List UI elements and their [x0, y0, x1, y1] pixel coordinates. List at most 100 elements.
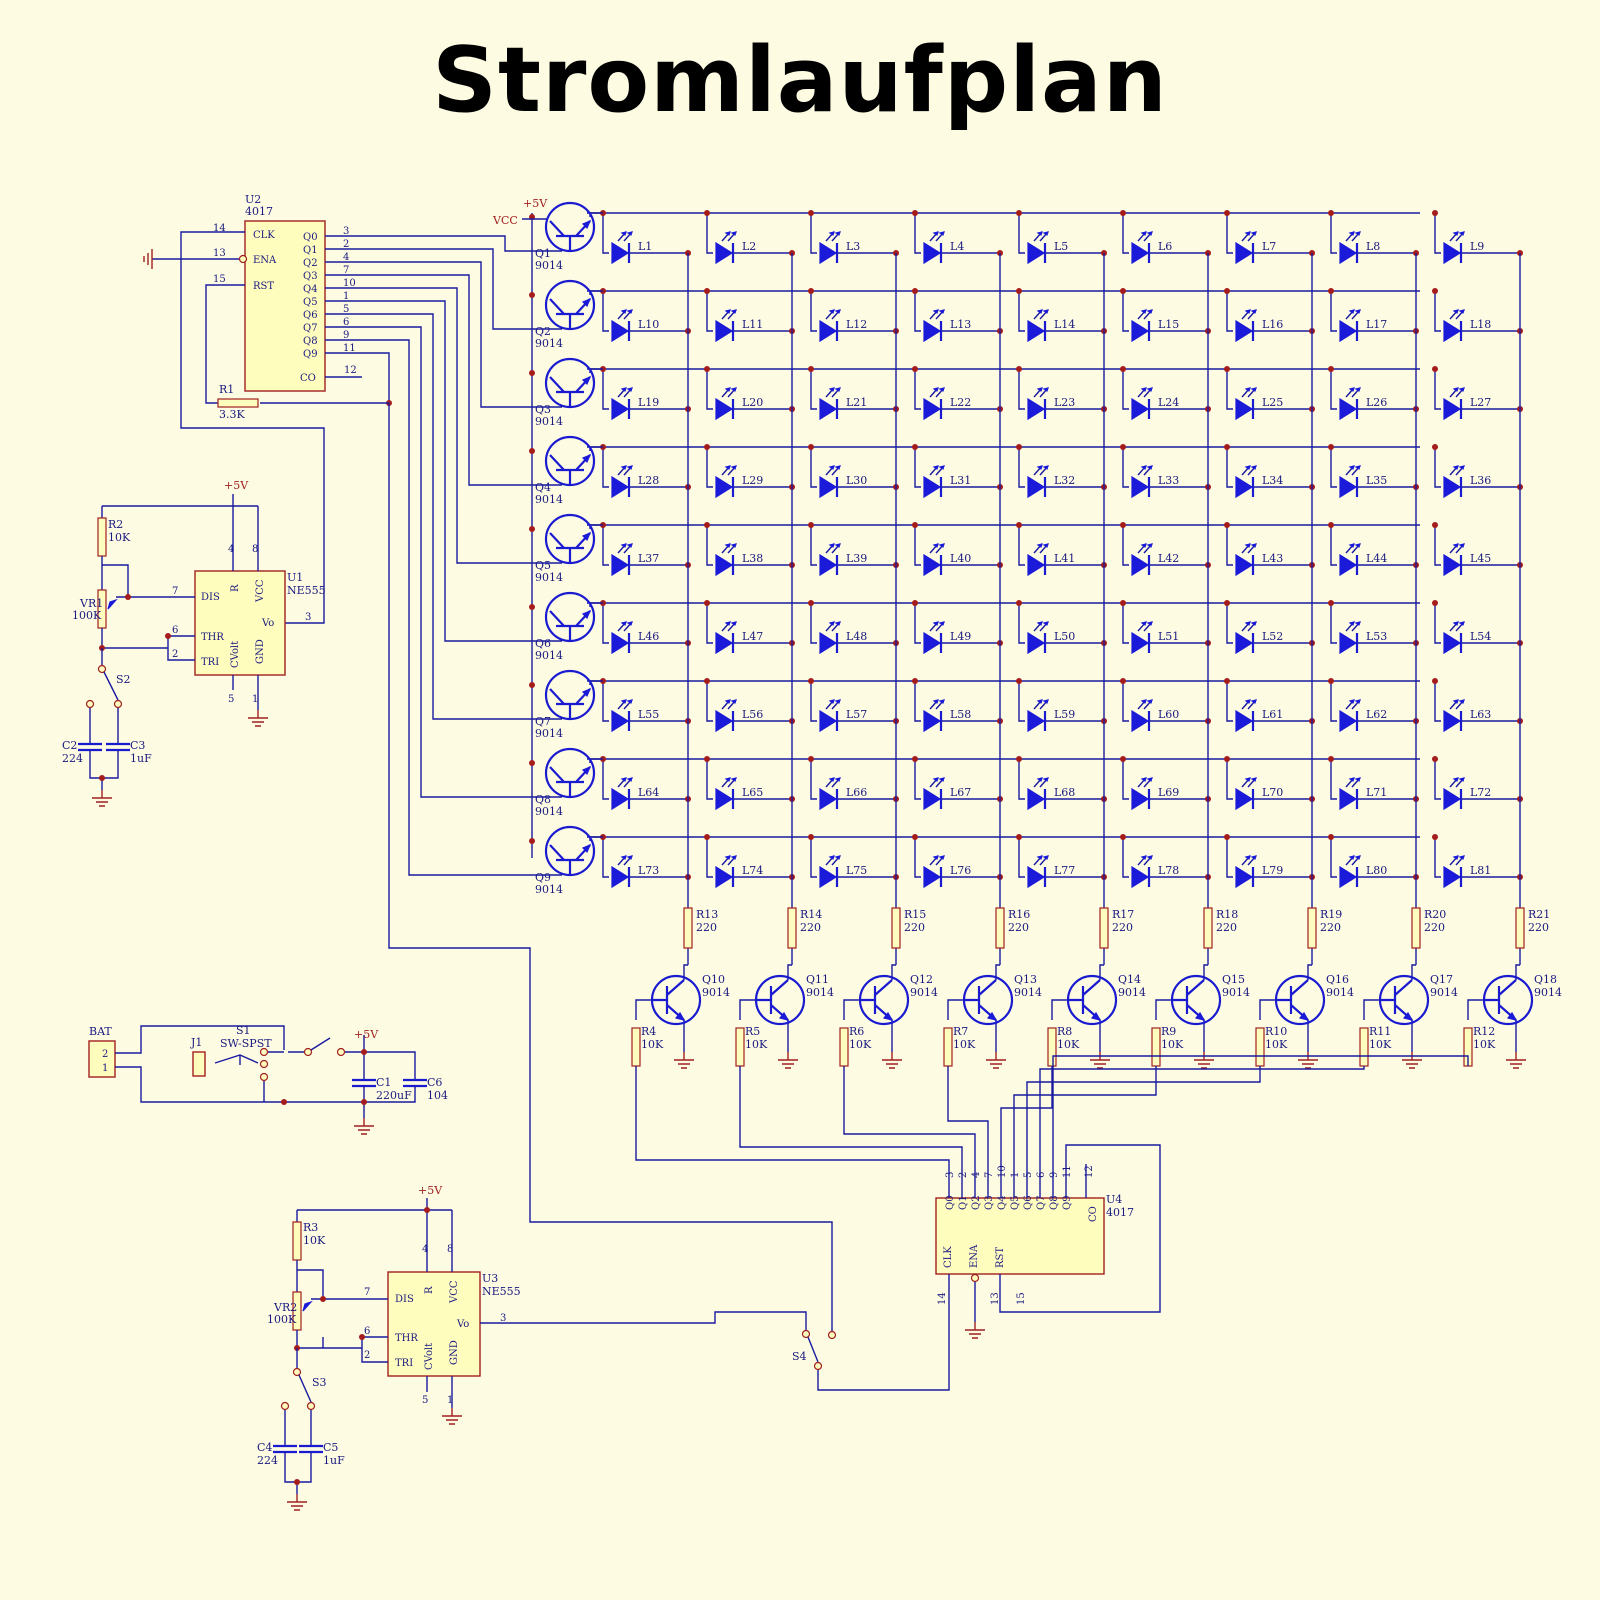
s3-label: S3: [312, 1376, 327, 1389]
led-33: L33: [1131, 465, 1179, 499]
led-arrow-heads: [620, 699, 633, 704]
chip-ref: U2: [245, 193, 261, 206]
led-triangle: [819, 397, 838, 421]
led-arrow-heads: [932, 855, 945, 860]
led-label: L81: [1470, 864, 1491, 877]
ground-symbol: [1506, 1052, 1526, 1069]
junction-dot: [704, 288, 710, 294]
led-triangle: [1443, 631, 1462, 655]
row-transistor-q2: [544, 279, 596, 331]
led-lead: [706, 525, 792, 566]
ground-symbol: [965, 1322, 985, 1339]
base-wire: [635, 999, 652, 1020]
led-triangle: [923, 475, 942, 499]
row-select-wire-8: [325, 326, 562, 798]
base-resistor-value: 10K: [953, 1038, 976, 1051]
led-label: L76: [950, 864, 971, 877]
led-arrow-heads: [1140, 543, 1153, 548]
led-lead: [1434, 447, 1520, 488]
emitter-arrow: [581, 765, 592, 776]
led-triangle: [1443, 319, 1462, 343]
emitter-arrow: [1090, 1011, 1102, 1021]
switch-s4: S4: [480, 1274, 950, 1391]
junction-dot: [912, 288, 918, 294]
led-66: L66: [819, 777, 867, 811]
led-triangle: [1235, 787, 1254, 811]
s2-lever: [103, 671, 119, 701]
led-lead: [1226, 213, 1312, 254]
transistor-label: Q3: [535, 403, 551, 416]
led-triangle: [819, 475, 838, 499]
led-label: L59: [1054, 708, 1075, 721]
led-lead: [1122, 447, 1208, 488]
junction-dot: [529, 292, 535, 298]
pin-label: Q8: [1049, 1195, 1060, 1210]
row-resistor-value: 220: [1528, 921, 1549, 934]
junction-dot: [704, 366, 710, 372]
led-triangle: [819, 709, 838, 733]
led-3: L3: [819, 231, 860, 265]
led-lead: [1226, 525, 1312, 566]
led-lead: [1226, 369, 1312, 410]
led-arrow-heads: [1452, 465, 1465, 470]
led-label: L29: [742, 474, 763, 487]
junction-dot: [1120, 678, 1126, 684]
led-lead: [1226, 603, 1312, 644]
pin-label: Q2: [971, 1195, 982, 1210]
pin-label: Q5: [1010, 1195, 1021, 1210]
led-triangle: [1339, 475, 1358, 499]
led-label: L50: [1054, 630, 1075, 643]
pin-number: 4: [228, 544, 234, 555]
led-label: L79: [1262, 864, 1283, 877]
led-triangle: [715, 553, 734, 577]
led-label: L17: [1366, 318, 1387, 331]
row-transistor-q7: [544, 669, 596, 721]
led-37: L37: [611, 543, 659, 577]
led-lead: [706, 681, 792, 722]
junction-dot: [1224, 522, 1230, 528]
led-lead: [810, 525, 896, 566]
led-triangle: [1339, 553, 1358, 577]
column-drivers: R13220Q109014R410KR14220Q119014R510KR152…: [631, 880, 1562, 1069]
led-75: L75: [819, 855, 867, 889]
resistor-body: [1255, 1027, 1265, 1067]
junction-dot: [1328, 444, 1334, 450]
junction-dot: [912, 522, 918, 528]
cap-wire: [284, 1410, 312, 1446]
s4-contact: [801, 1329, 811, 1339]
pin-number: 13: [990, 1292, 1001, 1305]
led-triangle: [1443, 397, 1462, 421]
led-arrow-heads: [1140, 465, 1153, 470]
transistor-type: 9014: [535, 337, 563, 350]
led-79: L79: [1235, 855, 1283, 889]
led-triangle: [611, 319, 630, 343]
base-wire: [1363, 999, 1380, 1020]
led-triangle: [1443, 709, 1462, 733]
transistor-leads: [549, 220, 591, 251]
pin-label: Vo: [456, 1319, 469, 1330]
led-arrow-heads: [1036, 855, 1049, 860]
led-35: L35: [1339, 465, 1387, 499]
led-label: L73: [638, 864, 659, 877]
s1-contact: [303, 1047, 313, 1057]
vr1-label: VR1: [79, 597, 103, 610]
junction-dot: [1328, 756, 1334, 762]
battery-wire: [115, 1025, 364, 1103]
led-triangle: [1131, 241, 1150, 265]
led-59: L59: [1027, 699, 1075, 733]
led-label: L1: [638, 240, 652, 253]
row-resistor-value: 220: [1112, 921, 1133, 934]
transistor-leads: [549, 688, 591, 719]
led-arrow-heads: [1036, 699, 1049, 704]
pin-label: CLK: [253, 230, 275, 241]
emitter-arrow: [581, 297, 592, 308]
junction-dot: [912, 210, 918, 216]
pin-label: RST: [253, 281, 274, 292]
pin-label: Q0: [945, 1195, 956, 1210]
led-label: L30: [846, 474, 867, 487]
transistor-type: 9014: [1222, 986, 1250, 999]
led-triangle: [611, 865, 630, 889]
led-triangle: [1027, 475, 1046, 499]
battery-pin: 1: [102, 1063, 108, 1074]
s4-label: S4: [792, 1350, 807, 1363]
